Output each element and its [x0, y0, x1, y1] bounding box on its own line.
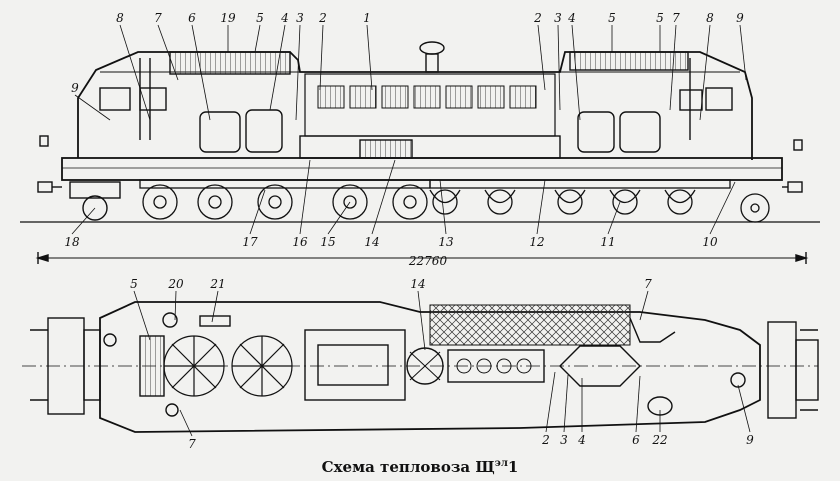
- callout-label-plan_bottom-5: 22: [651, 433, 667, 447]
- callout-label-side_top-11: 4: [567, 11, 576, 25]
- callout-label-plan_bottom-2: 3: [560, 433, 568, 447]
- callout-leader: [295, 24, 301, 121]
- callout-label-side_bottom-6: 12: [529, 235, 544, 249]
- callout-leader: [269, 24, 286, 111]
- callout-label-side_bottom-3: 15: [320, 235, 335, 249]
- callout-label-plan_bottom-0: 7: [188, 437, 196, 451]
- callout-leader: [709, 181, 736, 235]
- callout-label-side_top-1: 7: [154, 11, 162, 25]
- callout-label-side_top-13: 5: [656, 11, 664, 25]
- svg-text:Схема тепловоза Щэл1: Схема тепловоза Щэл1: [322, 458, 519, 476]
- callout-leader: [371, 159, 396, 235]
- callout-leader: [536, 179, 546, 235]
- callout-label-side_top-12: 5: [608, 11, 616, 25]
- callout-label-plan_bottom-6: 9: [746, 433, 754, 447]
- cooling-fans: [163, 335, 293, 397]
- overall-length: 22760: [408, 254, 448, 268]
- callout-leader: [699, 24, 711, 121]
- callout-leader: [319, 24, 324, 91]
- callout-label-side_top-14: 7: [672, 11, 680, 25]
- callout-label-side_top-2: 6: [188, 11, 196, 25]
- callout-leader: [439, 179, 447, 235]
- callout-label-side_top-0: 8: [116, 11, 124, 25]
- callout-leader: [417, 290, 426, 351]
- callout-label-plan_bottom-4: 6: [632, 433, 640, 447]
- caption: Схема тепловоза Щэл1: [322, 458, 519, 476]
- callout-leader: [133, 290, 151, 341]
- callout-label-plan_top-4: 7: [644, 277, 652, 291]
- callout-leader: [571, 24, 581, 121]
- callout-leader: [607, 201, 621, 235]
- callout-label-plan_bottom-3: 4: [577, 433, 586, 447]
- callout-leader: [557, 24, 561, 111]
- callout-leader: [179, 409, 193, 437]
- callout-leader: [635, 375, 641, 433]
- caption-sup: эл: [495, 458, 508, 469]
- callout-label-side_top-5: 4: [280, 11, 289, 25]
- callout-leader: [74, 94, 111, 121]
- callout-leader: [537, 24, 546, 91]
- callout-label-side_top-7: 2: [318, 11, 327, 25]
- callout-leader: [71, 207, 96, 235]
- callout-label-side_top-9: 2: [533, 11, 542, 25]
- callout-leader: [327, 201, 351, 235]
- callout-leader: [737, 384, 751, 433]
- callout-label-plan_top-3: 14: [410, 277, 425, 291]
- callout-leader: [669, 24, 677, 111]
- callout-leader: [545, 371, 556, 433]
- callout-label-side_left-0: 9: [71, 81, 79, 95]
- callout-leader: [174, 290, 177, 321]
- callout-leader: [119, 24, 151, 121]
- callout-leader: [366, 24, 373, 91]
- callout-label-side_bottom-7: 11: [600, 235, 615, 249]
- caption-main: Схема тепловоза Щ: [322, 458, 495, 476]
- callout-label-plan_top-1: 20: [167, 277, 184, 291]
- callout-leader: [157, 24, 179, 81]
- plan-view: [22, 301, 819, 433]
- callout-label-side_bottom-1: 17: [242, 235, 258, 249]
- bogie-left: [139, 179, 431, 220]
- callout-label-side_bottom-8: 10: [702, 235, 718, 249]
- callout-label-side_top-10: 3: [554, 11, 562, 25]
- callout-label-side_bottom-4: 14: [364, 235, 379, 249]
- callout-label-side_bottom-5: 13: [438, 235, 454, 249]
- callout-leader: [191, 24, 211, 121]
- callout-leader: [249, 189, 266, 235]
- callout-leader: [211, 290, 219, 323]
- callout-label-side_top-3: 19: [220, 11, 236, 25]
- callout-leader: [739, 24, 747, 81]
- callout-label-plan_top-2: 21: [209, 277, 225, 291]
- callout-leader: [299, 159, 311, 235]
- bogie-right: [429, 179, 770, 223]
- callout-label-plan_top-0: 5: [130, 277, 138, 291]
- callout-label-side_top-8: 1: [363, 11, 371, 25]
- callout-leader: [254, 24, 261, 53]
- callout-label-side_top-16: 9: [736, 11, 744, 25]
- callout-leader: [639, 290, 649, 321]
- callout-label-side_top-6: 3: [296, 11, 304, 25]
- callout-label-side_bottom-0: 18: [64, 235, 80, 249]
- callout-label-side_top-15: 8: [706, 11, 714, 25]
- callout-label-side_bottom-2: 16: [292, 235, 308, 249]
- callout-leader: [563, 374, 569, 433]
- side-view: [20, 41, 820, 264]
- callout-label-side_top-4: 5: [256, 11, 264, 25]
- callout-label-plan_bottom-1: 2: [541, 433, 550, 447]
- caption-tail: 1: [508, 458, 518, 476]
